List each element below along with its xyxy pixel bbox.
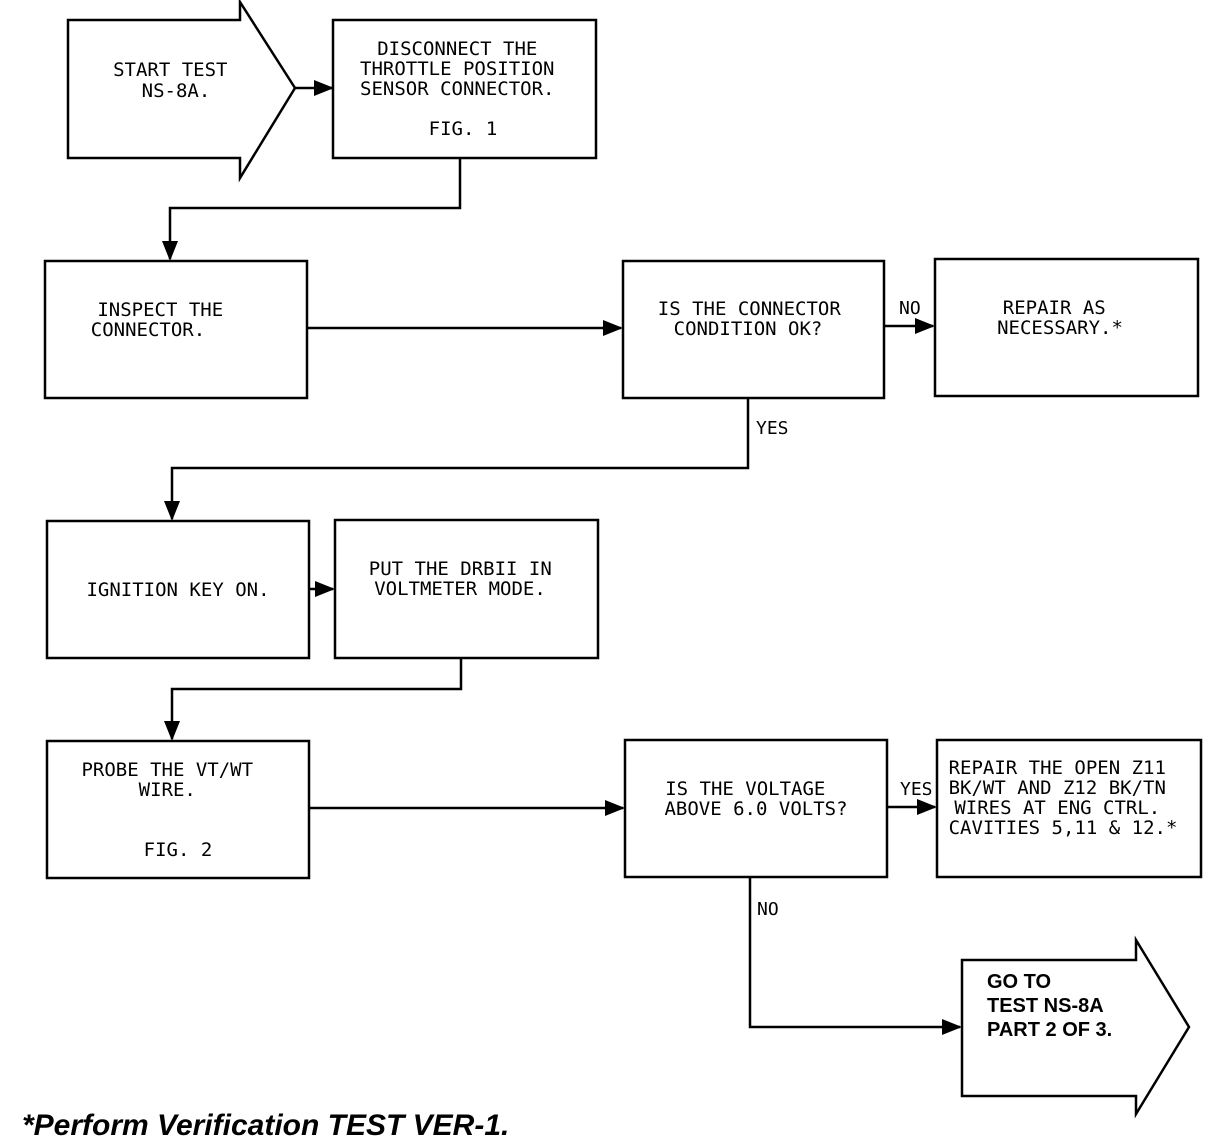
edge-label-voltage-yes: YES [900,779,933,800]
edge-label-voltage-no: NO [757,899,779,920]
probe-text: PROBE THE VT/WT WIRE. FIG. 2 [81,759,264,861]
repair-open-box [935,738,1203,879]
repair-necessary-text: REPAIR AS NECESSARY.* [997,297,1123,339]
start-arrow-shape [66,0,297,183]
inspect-box [43,259,309,400]
edge-label-connector-no: NO [899,298,921,319]
disconnect-text: DISCONNECT THE THROTTLE POSITION SENSOR … [360,38,566,140]
goto-text: GO TO TEST NS-8A PART 2 OF 3. [987,971,1112,1041]
repair-necessary-box [933,257,1200,398]
ignition-text: IGNITION KEY ON. [86,579,269,601]
drbii-text: PUT THE DRBII IN VOLTMETER MODE. [369,558,563,600]
voltage-check-box [623,738,889,879]
edge-disconnect-to-inspect [162,158,462,261]
voltage-check-text: IS THE VOLTAGE ABOVE 6.0 VOLTS? [664,778,847,820]
edge-label-connector-yes: YES [756,418,789,439]
edge-voltage-no [748,877,962,1035]
start-text: START TEST NS-8A. [113,59,239,102]
connector-ok-box [621,259,886,400]
probe-box [45,739,311,880]
connector-ok-text: IS THE CONNECTOR CONDITION OK? [658,298,852,340]
inspect-text: INSPECT THE CONNECTOR. [91,299,235,341]
drbii-box [333,518,600,660]
footnote: *Perform Verification TEST VER-1. [22,1109,509,1140]
edge-connector-ok-yes [164,398,750,521]
goto-arrow-shape [960,935,1191,1119]
repair-open-text: REPAIR THE OPEN Z11 BK/WT AND Z12 BK/TN … [949,757,1178,839]
edge-drbii-to-probe [164,658,463,741]
